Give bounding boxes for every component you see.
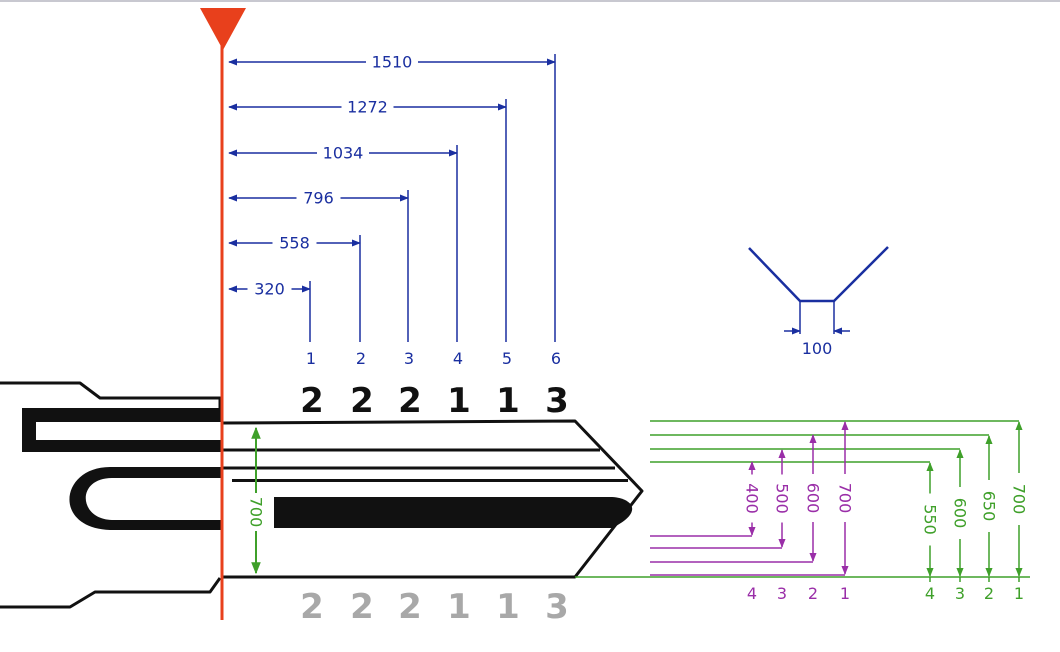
spacing-distance-label: 1034 xyxy=(323,144,364,163)
depth-value-label: 600 xyxy=(951,498,970,529)
cut-code-top: 1 xyxy=(496,381,520,421)
cut-code-top: 3 xyxy=(545,381,569,421)
cut-position-number: 1 xyxy=(306,349,316,368)
key-blade-groove xyxy=(274,497,633,528)
depth-value-label: 700 xyxy=(1010,484,1029,515)
key-blade-outline xyxy=(221,419,644,579)
cut-code-bottom: 2 xyxy=(398,587,422,627)
cut-code-bottom: 2 xyxy=(350,587,374,627)
spacing-distance-label: 796 xyxy=(303,189,334,208)
key-groove-stripe xyxy=(232,479,628,482)
depth-index-label: 4 xyxy=(925,584,935,603)
cut-code-top: 2 xyxy=(300,381,324,421)
depth-dimensions-purple: 400 4 500 3 600 2 700 1 xyxy=(650,421,855,603)
depth-index-label: 2 xyxy=(808,584,818,603)
cut-position-number: 6 xyxy=(551,349,561,368)
depth-value-label: 550 xyxy=(921,504,940,535)
depth-index-label: 4 xyxy=(747,584,757,603)
depth-index-label: 3 xyxy=(777,584,787,603)
cut-position-number: 4 xyxy=(453,349,463,368)
spacing-distance-label: 558 xyxy=(279,234,310,253)
cut-code-bottom: 3 xyxy=(545,587,569,627)
cut-code-bottom: 1 xyxy=(447,587,471,627)
spacing-distance-label: 1510 xyxy=(372,53,413,72)
depth-value-label: 650 xyxy=(980,491,999,522)
cutter-flat-label: 100 xyxy=(802,339,833,358)
depth-dimensions-green: 550 4 600 3 650 2 700 1 xyxy=(650,420,1029,603)
key-channels xyxy=(22,408,633,530)
cutter-v-shape xyxy=(748,246,889,303)
cut-position-number: 2 xyxy=(356,349,366,368)
cut-position-number: 5 xyxy=(502,349,512,368)
cut-code-top: 1 xyxy=(447,381,471,421)
cut-code-top: 2 xyxy=(398,381,422,421)
cutter-profile: 100 xyxy=(748,246,889,358)
depth-index-label: 1 xyxy=(1014,584,1024,603)
depth-value-label: 400 xyxy=(743,483,762,514)
cut-code-bottom: 2 xyxy=(300,587,324,627)
key-profile xyxy=(0,381,644,609)
cut-code-bottom: 1 xyxy=(496,587,520,627)
blade-width-label: 700 xyxy=(247,497,266,528)
key-shoulder-bottom xyxy=(0,577,222,609)
spacing-dimensions: 320 1 558 2 796 3 1034 4 1272 5 1510 6 xyxy=(228,53,561,368)
cut-code-top: 2 xyxy=(350,381,374,421)
key-shoulder-top xyxy=(0,381,222,408)
spacing-distance-label: 1272 xyxy=(347,98,388,117)
blade-width-dimension: 700 xyxy=(247,426,266,575)
depth-value-label: 700 xyxy=(836,483,855,514)
cut-position-number: 3 xyxy=(404,349,414,368)
depth-index-label: 2 xyxy=(984,584,994,603)
key-curved-channel xyxy=(69,467,222,530)
depth-index-label: 1 xyxy=(840,584,850,603)
key-upper-slot xyxy=(22,408,222,452)
depth-value-label: 500 xyxy=(773,483,792,514)
spacing-distance-label: 320 xyxy=(254,280,285,299)
red-triangle-stop-icon xyxy=(200,8,246,50)
depth-index-label: 3 xyxy=(955,584,965,603)
depth-value-label: 600 xyxy=(804,483,823,514)
